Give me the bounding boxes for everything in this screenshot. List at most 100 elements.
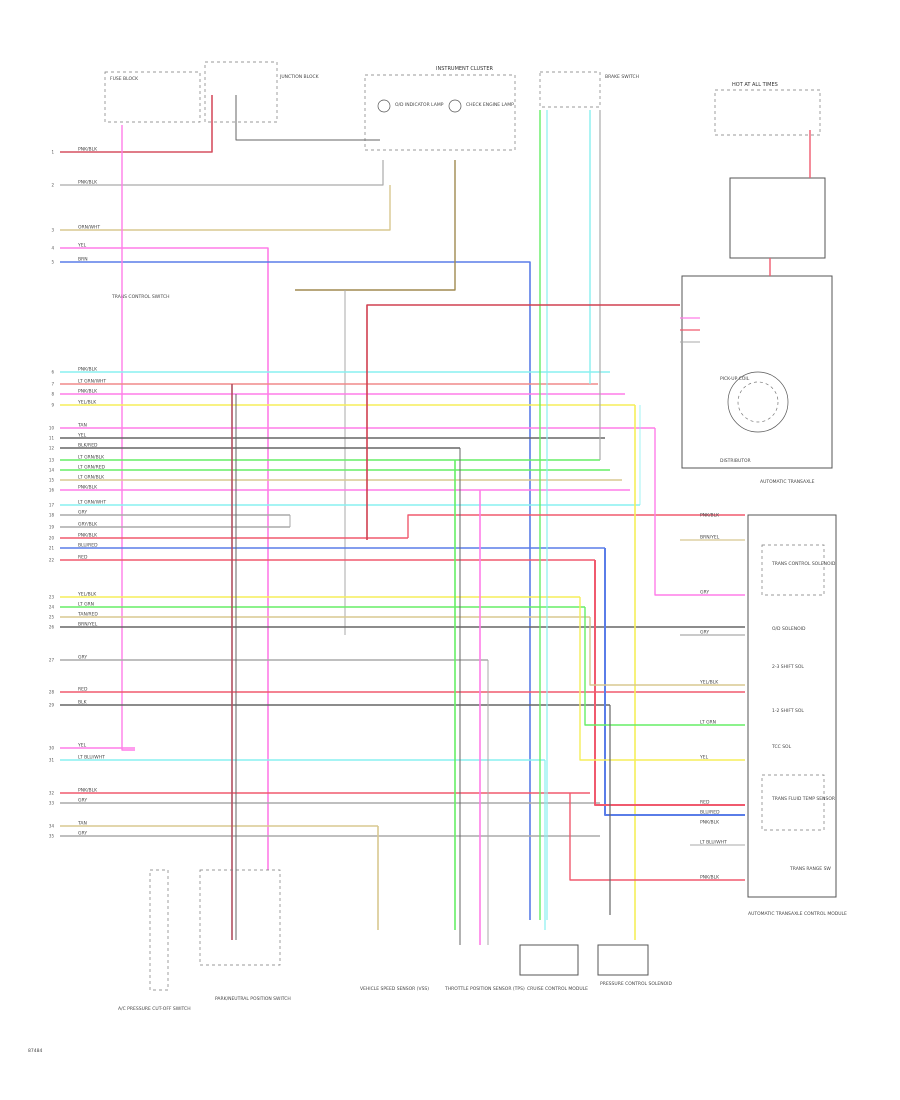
wire-red-sensor (569, 793, 745, 881)
trans-assembly-box (747, 514, 837, 898)
junction-block-box (204, 61, 278, 123)
pcm-pin-17: 18 (49, 513, 55, 518)
bottom-component-2: VEHICLE SPEED SENSOR (VSS) (360, 986, 429, 992)
right-label-11: PNK/BLK (700, 875, 720, 881)
trans-control-label: TRANS CONTROL SWITCH (111, 294, 169, 300)
wire-label-11: BLK/RED (78, 443, 98, 449)
wire-label-33: TAN (77, 821, 87, 827)
fuse-block-label: FUSE BLOCK (110, 76, 139, 82)
trans-component-4: TCC SOL (771, 744, 792, 750)
pcm-pin-11: 12 (49, 446, 55, 451)
pcm-pin-3: 4 (51, 246, 54, 251)
right-label-9: PNK/BLK (700, 820, 720, 826)
right-label-3: GRY (700, 630, 709, 636)
distributor-box (681, 275, 833, 469)
wire-label-5: PNK/BLK (78, 367, 98, 373)
wire-label-29: YEL (77, 743, 87, 749)
wire-label-6: LT GRN/WHT (78, 379, 106, 385)
pcm-pin-22: 23 (49, 595, 55, 600)
pcm-pin-24: 25 (49, 615, 55, 620)
wire-label-21: RED (78, 555, 88, 561)
right-label-2: GRY (700, 590, 709, 596)
ignition-switch-box (714, 89, 821, 136)
wire-blue-long (60, 261, 531, 920)
trans-component-5: TRANS FLUID TEMP SENSOR (771, 796, 835, 802)
bottom-components: A/C PRESSURE CUT-OFF SWITCH PARK/NEUTRAL… (28, 869, 672, 1054)
pcm-pin-32: 33 (49, 801, 55, 806)
right-label-6: YEL (699, 755, 709, 761)
right-label-10: LT BLU/WHT (700, 840, 727, 846)
pcm-pin-5: 6 (51, 370, 54, 375)
wire-label-25: BRN/YEL (78, 622, 98, 628)
wire-pink-trans (654, 428, 745, 596)
pcm-pin-13: 14 (49, 468, 55, 473)
wire-label-13: LT GRN/RED (78, 465, 106, 471)
pcm-pin-27: 28 (49, 690, 55, 695)
pcm-pin-1: 2 (51, 183, 54, 188)
bottom-component-3: THROTTLE POSITION SENSOR (TPS) (444, 986, 525, 992)
ignitor-box (729, 177, 826, 259)
pcm-pin-33: 34 (49, 824, 55, 829)
distributor-sub-label: PICK-UP COIL (720, 376, 750, 382)
pcm-pin-29: 30 (49, 746, 55, 751)
wire-label-7: PNK/BLK (78, 389, 98, 395)
pcm-pin-2: 3 (51, 228, 54, 233)
wire-top-1 (60, 95, 213, 153)
wire-label-10: YEL (77, 433, 87, 439)
junction-block-label: JUNCTION BLOCK (279, 74, 320, 80)
distributor-label: DISTRIBUTOR (720, 458, 751, 464)
pcm-pin-19: 20 (49, 536, 55, 541)
pcm-pin-4: 5 (51, 260, 54, 265)
wire-label-32: GRY (78, 798, 87, 804)
wire-label-16: LT GRN/WHT (78, 500, 106, 506)
wire-label-18: GRY/BLK (78, 522, 98, 528)
instrument-cluster-label: INSTRUMENT CLUSTER (436, 66, 494, 72)
wire-top-3 (60, 185, 391, 231)
wire-label-24: TAN/RED (77, 612, 98, 618)
pcm-pin-12: 13 (49, 458, 55, 463)
wire-label-15: PNK/BLK (78, 485, 98, 491)
right-label-5: LT GRN (700, 720, 716, 726)
brake-switch-box (539, 71, 601, 108)
trans-component-3: 1-2 SHIFT SOL (772, 708, 804, 714)
footer-label: AUTOMATIC TRANSAXLE CONTROL MODULE (748, 911, 847, 917)
pcm-pin-14: 15 (49, 478, 55, 483)
trans-assembly: AUTOMATIC TRANSAXLE TRANS CONTROL SOLENO… (747, 479, 847, 917)
wire-green-trans (584, 607, 745, 726)
pcm-pin-7: 8 (51, 392, 54, 397)
wire-label-17: GRY (78, 510, 87, 516)
wire-red-trans (407, 514, 745, 538)
pcm-pin-16: 17 (49, 503, 55, 508)
hot-at-all-times-label: HOT AT ALL TIMES (732, 82, 778, 88)
pcm-pin-23: 24 (49, 605, 55, 610)
pcm-pin-9: 10 (49, 426, 55, 431)
pcm-pin-21: 22 (49, 558, 55, 563)
bottom-component-4: CRUISE CONTROL MODULE (527, 986, 588, 992)
wire-label-22: YEL/BLK (77, 592, 97, 598)
pcm-pin-28: 29 (49, 703, 55, 708)
wire-label-28: BLK (78, 700, 88, 706)
wire-yellow-trans (579, 597, 745, 761)
pcm-pin-31: 32 (49, 791, 55, 796)
right-label-7: RED (700, 800, 710, 806)
right-label-1: BRN/YEL (700, 535, 720, 541)
trans-assembly-label: AUTOMATIC TRANSAXLE (760, 479, 815, 485)
bottom-component-0: A/C PRESSURE CUT-OFF SWITCH (118, 1006, 191, 1012)
wire-brown (295, 160, 456, 291)
wires (60, 95, 811, 945)
pcm-pin-34: 35 (49, 834, 55, 839)
wire-label-12: LT GRN/BLK (78, 455, 105, 461)
wire-label-30: LT BLU/WHT (78, 755, 105, 761)
trans-component-1: O/D SOLENOID (772, 626, 806, 632)
pcm-pin-30: 31 (49, 758, 55, 763)
pcm-pin-18: 19 (49, 525, 55, 530)
wire-label-19: PNK/BLK (78, 533, 98, 539)
wire-label-20: BLU/RED (78, 543, 98, 549)
trans-component-2: 2-3 SHIFT SOL (772, 664, 804, 670)
wire-label-34: GRY (78, 831, 87, 837)
wire-label-4: BRN (78, 257, 88, 263)
check-engine-lamp-icon (448, 99, 462, 113)
brake-switch-label: BRAKE SWITCH (605, 74, 639, 80)
